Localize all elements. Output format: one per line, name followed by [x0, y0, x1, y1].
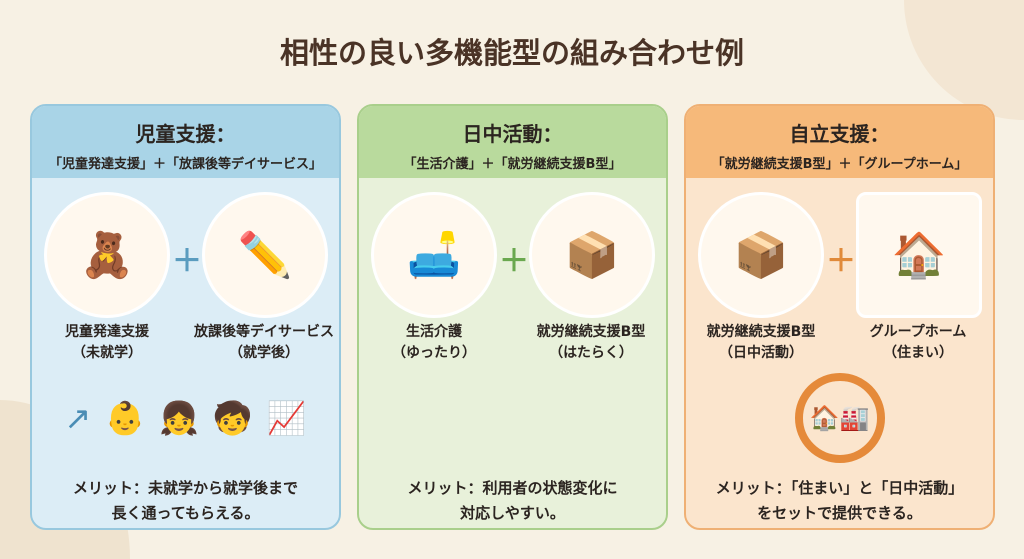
item-sub: （はたらく） — [549, 345, 633, 361]
cycle-illustration: 🏠🏭 — [686, 368, 993, 468]
plus-icon: ＋ — [172, 244, 202, 279]
item-name: 放課後等デイサービス — [194, 324, 334, 340]
panel-header: 日中活動： 「生活介護」＋「就労継続支援B型」 — [359, 106, 666, 178]
item-sub: （日中活動） — [719, 345, 803, 361]
panel-heading: 児童支援： — [135, 122, 236, 146]
item-label: 児童発達支援 （未就学） — [32, 322, 182, 364]
merit-text: メリット：「住まい」と「日中活動」をセットで提供できる。 — [692, 476, 987, 526]
growth-illustration: ↗👶👧🧒📈 — [64, 399, 307, 437]
panel-combo: 「児童発達支援」＋「放課後等デイサービス」 — [48, 157, 322, 172]
panel-header: 自立支援： 「就労継続支援B型」＋「グループホーム」 — [686, 106, 993, 178]
item-sub: （住まい） — [883, 345, 953, 361]
panel-child-support: 児童支援： 「児童発達支援」＋「放課後等デイサービス」 🧸 ＋ ✏️ 児童発達支… — [30, 104, 341, 530]
panel-heading: 自立支援： — [789, 122, 890, 146]
item-name: 就労継続支援B型 — [706, 324, 816, 340]
panel-header: 児童支援： 「児童発達支援」＋「放課後等デイサービス」 — [32, 106, 339, 178]
merit-text: メリット：利用者の状態変化に対応しやすい。 — [365, 476, 660, 526]
life-care-illustration: 🛋️ — [371, 192, 497, 318]
item-label: グループホーム （住まい） — [843, 322, 993, 364]
item-name: グループホーム — [869, 324, 967, 340]
panel-day-activity: 日中活動： 「生活介護」＋「就労継続支援B型」 🛋️ ＋ 📦 生活介護 （ゆったり… — [357, 104, 668, 530]
item-name: 就労継続支援B型 — [536, 324, 646, 340]
panel-combo: 「就労継続支援B型」＋「グループホーム」 — [711, 157, 968, 172]
merit-line: メリット：未就学から就学後まで — [72, 479, 298, 497]
item-label: 生活介護 （ゆったり） — [359, 322, 509, 364]
item-name: 児童発達支援 — [65, 324, 149, 340]
merit-line: メリット：「住まい」と「日中活動」 — [715, 479, 964, 497]
merit-line: 対応しやすい。 — [460, 504, 565, 522]
group-home-illustration: 🏠 — [856, 192, 982, 318]
item-sub: （就学後） — [229, 345, 299, 361]
merit-line: をセットで提供できる。 — [757, 504, 922, 522]
panel-heading: 日中活動： — [462, 122, 563, 146]
page-title: 相性の良い多機能型の組み合わせ例 — [279, 36, 744, 70]
panel-independence-support: 自立支援： 「就労継続支援B型」＋「グループホーム」 📦 ＋ 🏠 就労継続支援B… — [684, 104, 995, 530]
after-school-illustration: ✏️ — [202, 192, 328, 318]
work-support-illustration: 📦 — [698, 192, 824, 318]
item-label: 放課後等デイサービス （就学後） — [189, 322, 339, 364]
panel-combo: 「生活介護」＋「就労継続支援B型」 — [403, 157, 622, 172]
merit-line: 長く通ってもらえる。 — [111, 504, 260, 522]
child-play-illustration: 🧸 — [44, 192, 170, 318]
item-name: 生活介護 — [406, 324, 462, 340]
item-label: 就労継続支援B型 （はたらく） — [516, 322, 666, 364]
work-support-illustration: 📦 — [529, 192, 655, 318]
cycle-arrows-icon: 🏠🏭 — [794, 373, 885, 463]
item-sub: （未就学） — [72, 345, 142, 361]
plus-icon: ＋ — [499, 244, 529, 279]
plus-icon: ＋ — [826, 244, 856, 279]
merit-line: メリット：利用者の状態変化に — [407, 479, 618, 497]
item-label: 就労継続支援B型 （日中活動） — [686, 322, 836, 364]
merit-text: メリット：未就学から就学後まで長く通ってもらえる。 — [38, 476, 333, 526]
item-sub: （ゆったり） — [392, 345, 476, 361]
